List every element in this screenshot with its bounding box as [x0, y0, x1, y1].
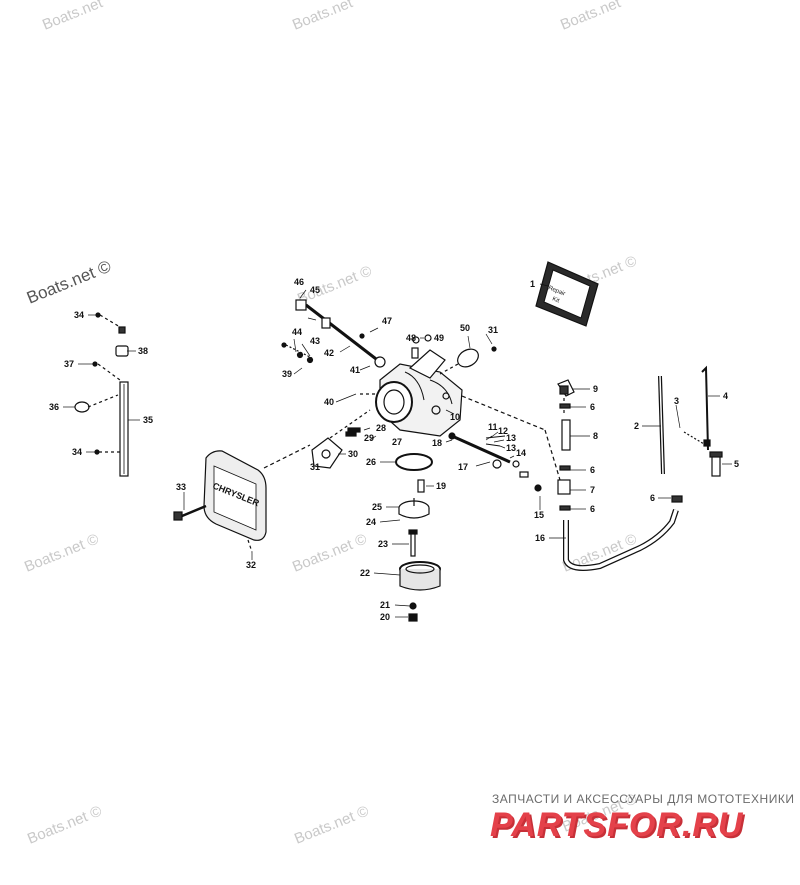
- callout-38: 38: [138, 346, 148, 356]
- linkage-rod-assembly: [74, 312, 129, 477]
- callout-46-a: 46: [294, 277, 304, 287]
- callout-14: 14: [516, 448, 526, 458]
- callout-6-d: 6: [650, 493, 655, 503]
- callout-47: 47: [382, 316, 392, 326]
- callout-27: 27: [392, 437, 402, 447]
- callout-37: 37: [64, 359, 74, 369]
- callout-10: 10: [450, 412, 460, 422]
- callout-34-bottom: 34: [72, 447, 82, 457]
- callout-9: 9: [593, 384, 598, 394]
- callout-43: 43: [310, 336, 320, 346]
- callout-18: 18: [432, 438, 442, 448]
- callout-49: 49: [434, 333, 444, 343]
- callout-6-a: 6: [590, 402, 595, 412]
- fuel-hose: [563, 495, 683, 571]
- callout-21: 21: [380, 600, 390, 610]
- branding-logo: PARTSFOR.RU: [490, 806, 744, 844]
- callout-48: 48: [406, 333, 416, 343]
- callout-46-b: 45: [310, 285, 320, 295]
- callout-32: 32: [246, 560, 256, 570]
- callout-42: 42: [324, 348, 334, 358]
- callout-40: 40: [324, 397, 334, 407]
- callout-24: 24: [366, 517, 376, 527]
- callout-29: 29: [364, 433, 374, 443]
- cover-screw: [173, 504, 207, 521]
- inlet-needle: [417, 479, 425, 493]
- callout-30: 30: [348, 449, 358, 459]
- callout-1: 1: [530, 279, 535, 289]
- callout-17: 17: [458, 462, 468, 472]
- callout-28: 28: [376, 423, 386, 433]
- callout-25: 25: [372, 502, 382, 512]
- callout-50: 50: [460, 323, 470, 333]
- branding-tagline: ЗАПЧАСТИ И АКСЕССУАРЫ ДЛЯ МОТОТЕХНИКИ: [492, 792, 795, 806]
- callout-12: 12: [498, 426, 508, 436]
- bowl-gasket: [395, 453, 433, 471]
- callout-7: 7: [590, 485, 595, 495]
- callout-41: 41: [350, 365, 360, 375]
- carburetor-body: [345, 334, 463, 437]
- part-callouts: 1 34 38 37 36 35 34 33 32 30 31 46 45 44…: [49, 277, 739, 622]
- gasket: [311, 409, 371, 469]
- callout-36: 36: [49, 402, 59, 412]
- callout-35: 35: [143, 415, 153, 425]
- carburetor-cover: CHRYSLER: [203, 444, 311, 553]
- callout-20: 20: [380, 612, 390, 622]
- callout-5: 5: [734, 459, 739, 469]
- callout-39: 39: [282, 369, 292, 379]
- callout-8: 8: [593, 431, 598, 441]
- callout-16: 16: [535, 533, 545, 543]
- welch-plug: [439, 346, 497, 375]
- callout-34-top: 34: [74, 310, 84, 320]
- callout-4: 4: [723, 391, 728, 401]
- repair-kit-box: Repair Kit: [535, 261, 599, 327]
- kit-label-line2: Kit: [551, 296, 560, 304]
- float-bowl: [399, 561, 441, 591]
- callout-3: 3: [674, 396, 679, 406]
- main-jet: [408, 529, 418, 557]
- throttle-linkage: [281, 299, 386, 368]
- callout-22: 22: [360, 568, 370, 578]
- callout-6-b: 6: [590, 465, 595, 475]
- float: [398, 498, 430, 519]
- callout-13-b: 13: [506, 443, 516, 453]
- callout-leaders: [63, 283, 732, 618]
- callout-31-right: 31: [488, 325, 498, 335]
- callout-2: 2: [634, 421, 639, 431]
- callout-11: 11: [488, 422, 498, 432]
- float-shaft: [448, 432, 542, 492]
- callout-13-a: 13: [506, 433, 516, 443]
- callout-19: 19: [436, 481, 446, 491]
- choke-rods: [658, 365, 723, 477]
- callout-26: 26: [366, 457, 376, 467]
- callout-31-left: 31: [310, 462, 320, 472]
- callout-44: 44: [292, 327, 302, 337]
- callout-23: 23: [378, 539, 388, 549]
- callout-6-c: 6: [590, 504, 595, 514]
- fuel-fitting-stack: [557, 379, 575, 511]
- callout-33: 33: [176, 482, 186, 492]
- callout-15: 15: [534, 510, 544, 520]
